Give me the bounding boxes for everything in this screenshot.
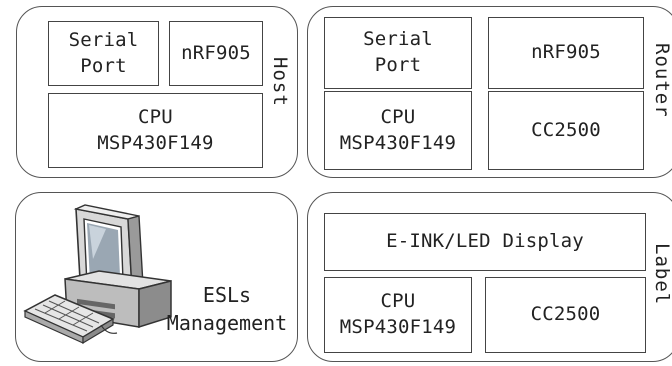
router-cc2500-box: CC2500 (488, 91, 644, 170)
host-panel: Serial Port nRF905 CPU MSP430F149 Host (16, 6, 298, 178)
host-nrf905-label: nRF905 (181, 41, 251, 64)
label-panel: E-INK/LED Display CPU MSP430F149 CC2500 … (307, 192, 672, 362)
host-serial-line2: Port (80, 54, 127, 77)
router-serial-line1: Serial (363, 28, 433, 51)
label-cc2500-box: CC2500 (485, 277, 646, 353)
host-cpu-box: CPU MSP430F149 (48, 93, 263, 168)
label-cpu-box: CPU MSP430F149 (324, 277, 472, 353)
router-cpu-line2: MSP430F149 (339, 131, 457, 154)
display-box: E-INK/LED Display (324, 213, 646, 271)
host-cpu-line1: CPU (138, 105, 173, 128)
router-cpu-line1: CPU (380, 105, 416, 128)
esls-line: ESLs (202, 283, 252, 307)
management-line: Management (166, 311, 288, 335)
label-cc2500-label: CC2500 (530, 303, 601, 326)
host-nrf905-box: nRF905 (169, 21, 263, 86)
router-serial-port-box: Serial Port (324, 17, 472, 89)
label-cpu-line2: MSP430F149 (339, 316, 457, 338)
label-label: Label (651, 243, 672, 306)
router-cpu-box: CPU MSP430F149 (324, 91, 472, 170)
management-panel: ESLs Management (15, 192, 298, 362)
host-serial-line1: Serial (68, 28, 139, 51)
display-label: E-INK/LED Display (386, 230, 584, 253)
host-label: Host (269, 57, 291, 107)
router-panel: Serial Port nRF905 CPU MSP430F149 CC2500… (307, 6, 672, 178)
host-serial-port-box: Serial Port (48, 21, 159, 86)
desktop-computer-icon (23, 204, 172, 345)
router-serial-line2: Port (374, 54, 422, 76)
label-cpu-line1: CPU (380, 290, 416, 313)
router-nrf905-box: nRF905 (488, 17, 644, 89)
router-label: Router (651, 43, 672, 118)
host-cpu-line2: MSP430F149 (97, 131, 214, 154)
router-cc2500-label: CC2500 (531, 118, 601, 141)
esls-management-text: ESLs Management (157, 281, 297, 337)
router-nrf905-label: nRF905 (531, 41, 601, 64)
